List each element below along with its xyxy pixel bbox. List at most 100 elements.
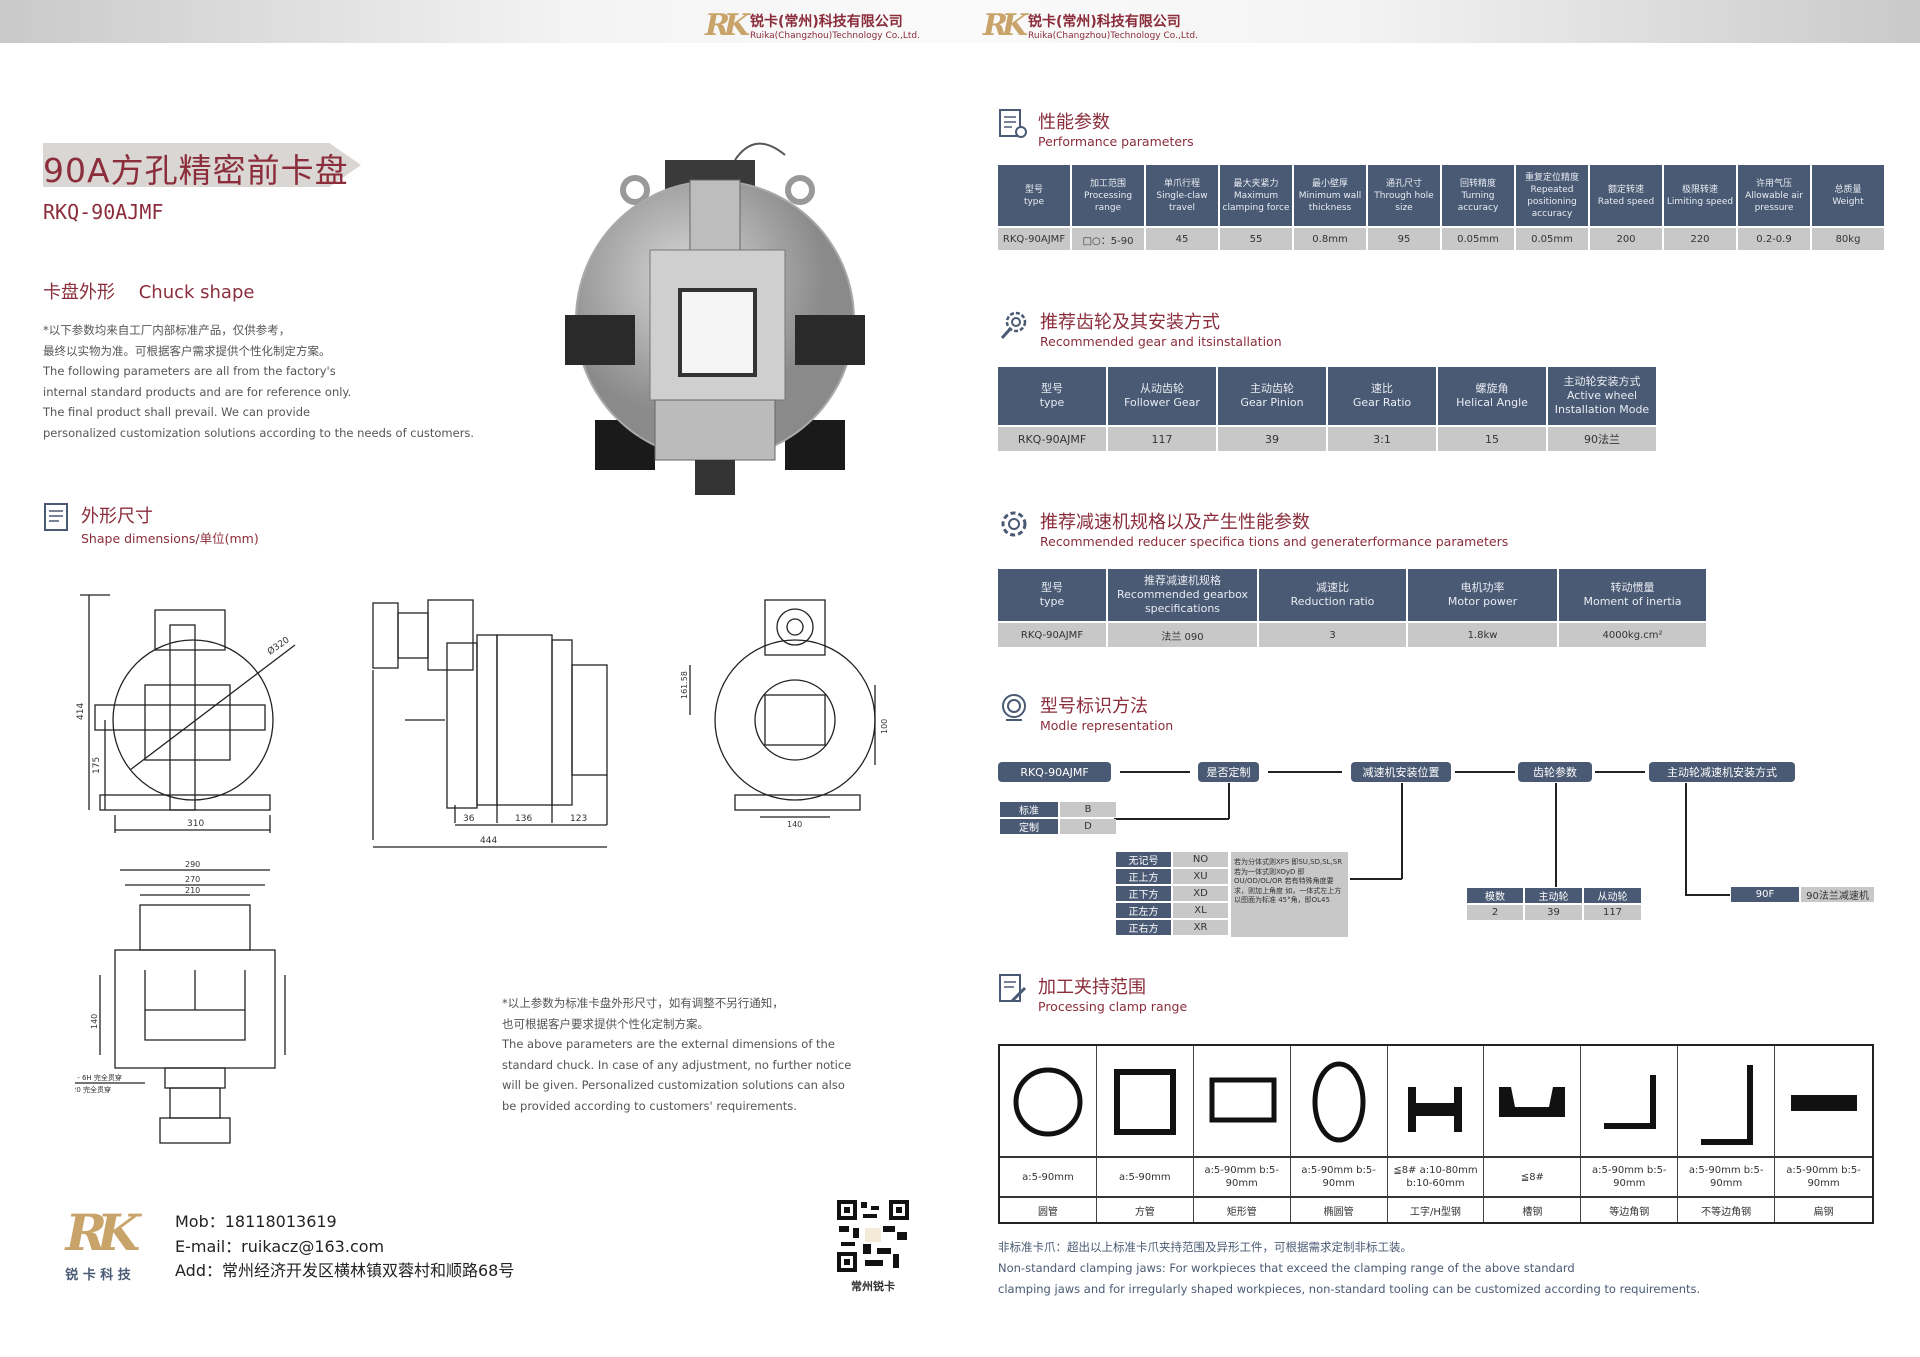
table-cell: RKQ-90AJMF	[998, 427, 1106, 451]
header-text: 型号	[1024, 184, 1043, 195]
para-line: personalized customization solutions acc…	[43, 425, 475, 440]
shape-cell	[1678, 1046, 1776, 1158]
header-text: Motor power	[1447, 595, 1518, 608]
header-text: 螺旋角	[1475, 382, 1509, 395]
heading-en: Shape dimensions/单位(mm)	[81, 531, 259, 546]
connector	[1685, 783, 1687, 895]
note-line: *以上参数为标准卡盘外形尺寸，如有调整不另行通知，	[502, 996, 784, 1010]
name-cell: 等边角钢	[1581, 1198, 1679, 1222]
para-line: 最终以实物为准。可根据客户需求提供个性化制定方案。	[43, 343, 331, 358]
note-line: standard chuck. In case of any adjustmen…	[502, 1057, 852, 1072]
header-text: 单爪行程	[1163, 178, 1200, 189]
connector	[1555, 783, 1557, 887]
email-address: E-mail：ruikacz@163.com	[175, 1236, 385, 1256]
company-name-en: Ruika(Changzhou)Technology Co.,Ltd.	[1028, 30, 1198, 41]
header-text: 主动齿轮	[1250, 382, 1294, 395]
spec-cell: ≦8#	[1484, 1158, 1582, 1198]
product-photo	[565, 142, 865, 495]
shape-cell	[1193, 1046, 1291, 1158]
profile-shape-icon	[1790, 1095, 1857, 1111]
connector	[1595, 771, 1645, 773]
header-text: 回转精度	[1459, 178, 1496, 189]
table-cell: 0.8mm	[1294, 228, 1366, 250]
header-text: 速比	[1371, 382, 1393, 395]
header-text: Moment of inertia	[1583, 595, 1682, 608]
table-cell: 200	[1590, 228, 1662, 250]
para-line: internal standard products and are for r…	[43, 384, 352, 399]
heading-cn: 型号标识方法	[1040, 696, 1148, 717]
dim-label: 175	[92, 757, 102, 774]
header-text: 重复定位精度	[1524, 172, 1579, 183]
dim-label: 140	[787, 820, 802, 829]
mount-method-box: 主动轮减速机安装方式	[1649, 762, 1795, 782]
table-cell: RKQ-90AJMF	[998, 623, 1106, 647]
non-standard-note: 非标准卡爪：超出以上标准卡爪夹持范围及异形工件，可根据需求定制非标工装。 Non…	[998, 1237, 1700, 1300]
document-gear-icon	[999, 109, 1027, 138]
qr-code[interactable]: 常州锐卡	[835, 1198, 911, 1294]
spec-cell: a:5-90mm b:5-90mm	[1678, 1158, 1776, 1198]
document-pen-icon	[999, 974, 1027, 1003]
header-text: 转动惯量	[1610, 581, 1655, 594]
header-text: type	[1023, 196, 1045, 207]
heading-cn: 外形尺寸	[81, 506, 153, 527]
product-model: RKQ-90AJMF	[43, 200, 164, 224]
note-line: clamping jaws and for irregularly shaped…	[998, 1282, 1701, 1296]
intro-paragraph: *以下参数均来自工厂内部标准产品，仅供参考， 最终以实物为准。可根据客户需求提供…	[43, 320, 474, 443]
connector	[1350, 878, 1402, 880]
note-line: The above parameters are the external di…	[502, 1037, 835, 1051]
param-value: 39	[1525, 905, 1582, 920]
model-box: RKQ-90AJMF	[998, 762, 1111, 782]
note-line: will be given. Personalized customizatio…	[502, 1078, 845, 1092]
dim-label: Ø320	[265, 634, 291, 657]
connector	[1268, 771, 1342, 773]
heading-cn: 推荐减速机规格以及产生性能参数	[1040, 512, 1310, 533]
heading-cn: 性能参数	[1038, 112, 1110, 133]
name-cell: 不等边角钢	[1678, 1198, 1776, 1222]
spec-cell: a:5-90mm b:5-90mm	[1775, 1158, 1872, 1198]
profile-shape-icon	[1604, 1075, 1657, 1129]
dim-label: 414	[76, 703, 86, 720]
spec-cell: a:5-90mm	[1096, 1158, 1194, 1198]
profile-shape-icon	[1209, 1077, 1277, 1123]
header-text: Reduction ratio	[1290, 595, 1375, 608]
table-cell: 80kg	[1812, 228, 1884, 250]
qr-caption: 常州锐卡	[851, 1280, 895, 1293]
heading-en: Processing clamp range	[1038, 999, 1188, 1014]
rk-logo-icon: RK	[65, 1203, 140, 1262]
header-text: Turning accuracy	[1457, 190, 1499, 213]
header-text: 总质量	[1834, 184, 1862, 195]
rk-logo-icon: RK	[705, 8, 750, 43]
header-text: Processing range	[1083, 190, 1133, 213]
header-text: Allowable air pressure	[1745, 190, 1803, 213]
option-code: D	[1060, 819, 1116, 834]
shape-cell	[1290, 1046, 1388, 1158]
chuck-shape-heading: 卡盘外形 Chuck shape	[43, 282, 255, 303]
gear-icon	[1001, 511, 1027, 537]
header-band	[0, 0, 1920, 43]
header-text: Rated speed	[1597, 196, 1655, 207]
heading-cn: 推荐齿轮及其安装方式	[1040, 312, 1220, 333]
header-text: 型号	[1041, 581, 1063, 594]
heading-en: Modle representation	[1040, 718, 1174, 733]
side-view-drawing: 36 136 123 444	[372, 599, 608, 848]
header-text: 加工范围	[1089, 178, 1126, 189]
table-cell: 3	[1259, 623, 1406, 647]
position-label: 正上方	[1116, 869, 1171, 884]
position-code: XL	[1173, 903, 1228, 918]
